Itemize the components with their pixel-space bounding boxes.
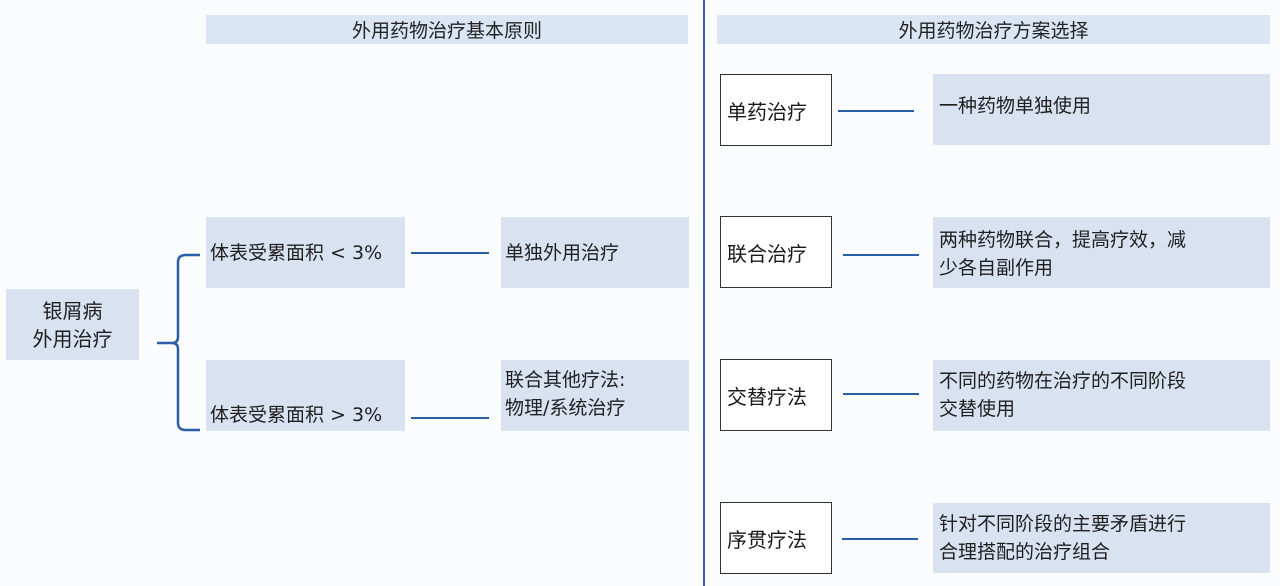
root-line-1: 银屑病 [42,299,103,323]
result-node-combined: 联合其他疗法: 物理/系统治疗 [501,360,689,431]
right-header-text: 外用药物治疗方案选择 [898,20,1089,42]
section-divider [703,0,705,586]
connector-line [843,393,919,395]
result-text-line-1: 联合其他疗法: [505,369,626,391]
method-node-monotherapy: 单药治疗 [720,74,832,146]
desc-text-line-1: 两种药物联合，提高疗效，减 [939,229,1187,251]
left-section-header: 外用药物治疗基本原则 [206,15,688,44]
method-node-combination: 联合治疗 [720,216,832,288]
root-node: 银屑病 外用治疗 [6,289,139,360]
desc-text-line-2: 合理搭配的治疗组合 [939,541,1111,563]
desc-text-line-1: 一种药物单独使用 [939,95,1092,117]
connector-line [411,252,489,254]
desc-text-line-2: 少各自副作用 [939,257,1054,279]
connector-line [411,417,489,419]
desc-text-line-1: 不同的药物在治疗的不同阶段 [939,370,1187,392]
desc-text-line-1: 针对不同阶段的主要矛盾进行 [939,513,1187,535]
connector-line [842,538,918,540]
connector-line [838,110,914,112]
method-node-sequential: 序贯疗法 [720,502,832,574]
right-section-header: 外用药物治疗方案选择 [717,15,1270,44]
method-node-alternating: 交替疗法 [720,359,832,431]
root-line-2: 外用治疗 [32,327,113,351]
method-text: 序贯疗法 [727,527,807,552]
result-node-topical-only: 单独外用治疗 [501,217,689,288]
result-text-line-2: 物理/系统治疗 [505,397,626,419]
method-text: 单药治疗 [727,99,807,124]
condition-node-over-3: 体表受累面积 > 3% [206,360,405,431]
condition-text: 体表受累面积 > 3% [210,404,383,426]
method-text: 联合治疗 [727,241,807,266]
condition-node-under-3: 体表受累面积 < 3% [206,217,405,288]
desc-text-line-2: 交替使用 [939,398,1016,420]
result-text: 单独外用治疗 [505,241,620,264]
left-header-text: 外用药物治疗基本原则 [351,20,542,42]
desc-node-combination: 两种药物联合，提高疗效，减 少各自副作用 [933,217,1270,288]
desc-node-sequential: 针对不同阶段的主要矛盾进行 合理搭配的治疗组合 [933,503,1270,573]
desc-node-alternating: 不同的药物在治疗的不同阶段 交替使用 [933,360,1270,431]
connector-line [843,254,919,256]
desc-node-monotherapy: 一种药物单独使用 [933,74,1270,145]
method-text: 交替疗法 [727,384,807,409]
condition-text: 体表受累面积 < 3% [210,241,383,264]
